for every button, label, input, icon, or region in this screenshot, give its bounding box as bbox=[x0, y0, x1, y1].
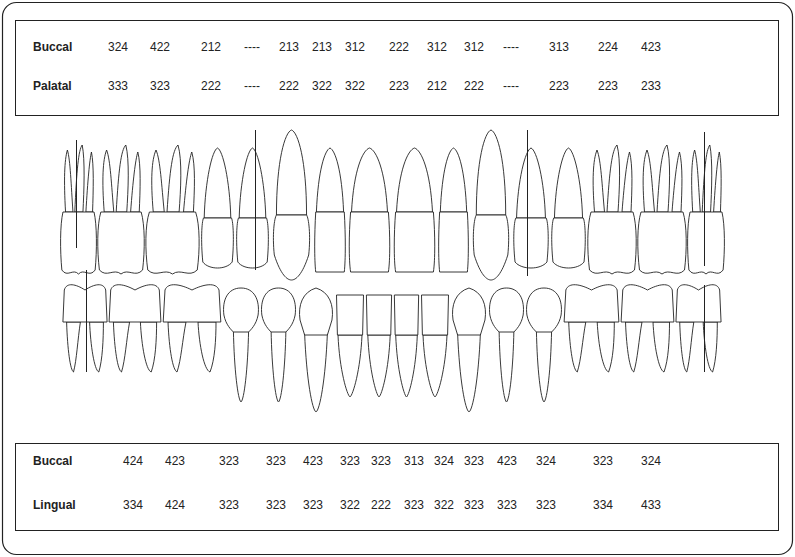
pocket-depth-value: 223 bbox=[549, 79, 569, 93]
pocket-depth-value: 323 bbox=[464, 454, 484, 468]
pocket-depth-value: 213 bbox=[312, 40, 332, 54]
pocket-depth-value: 313 bbox=[404, 454, 424, 468]
pocket-depth-value: 322 bbox=[345, 79, 365, 93]
pocket-depth-value: 424 bbox=[165, 498, 185, 512]
pocket-depth-value: 334 bbox=[593, 498, 613, 512]
row-heading: Palatal bbox=[33, 79, 72, 93]
pocket-depth-value: 322 bbox=[434, 498, 454, 512]
pocket-depth-value: ---- bbox=[244, 40, 260, 54]
row-heading: Lingual bbox=[33, 498, 76, 512]
pocket-depth-value: 323 bbox=[303, 498, 323, 512]
pocket-depth-value: ---- bbox=[503, 40, 519, 54]
pocket-depth-value: 222 bbox=[371, 498, 391, 512]
pocket-depth-value: 323 bbox=[593, 454, 613, 468]
pocket-depth-value: 223 bbox=[389, 79, 409, 93]
pocket-depth-value: 433 bbox=[641, 498, 661, 512]
pocket-depth-value: 312 bbox=[345, 40, 365, 54]
pocket-depth-value: ---- bbox=[244, 79, 260, 93]
pocket-depth-value: 324 bbox=[536, 454, 556, 468]
pocket-depth-value: 323 bbox=[536, 498, 556, 512]
pocket-depth-value: 423 bbox=[497, 454, 517, 468]
pocket-depth-value: 222 bbox=[201, 79, 221, 93]
pocket-depth-value: 322 bbox=[340, 498, 360, 512]
pocket-depth-value: 233 bbox=[641, 79, 661, 93]
row-heading: Buccal bbox=[33, 454, 72, 468]
pocket-depth-value: 324 bbox=[108, 40, 128, 54]
pocket-depth-value: 423 bbox=[303, 454, 323, 468]
pocket-depth-value: 323 bbox=[219, 498, 239, 512]
pocket-depth-value: 423 bbox=[165, 454, 185, 468]
pocket-depth-value: 212 bbox=[201, 40, 221, 54]
pocket-depth-value: 422 bbox=[150, 40, 170, 54]
pocket-depth-value: 423 bbox=[641, 40, 661, 54]
pocket-depth-value: 323 bbox=[266, 454, 286, 468]
pocket-depth-value: 323 bbox=[266, 498, 286, 512]
pocket-depth-value: 323 bbox=[404, 498, 424, 512]
pocket-depth-value: 222 bbox=[464, 79, 484, 93]
pocket-depth-value: ---- bbox=[503, 79, 519, 93]
row-heading: Buccal bbox=[33, 40, 72, 54]
pocket-depth-value: 323 bbox=[150, 79, 170, 93]
pocket-depth-value: 313 bbox=[549, 40, 569, 54]
pocket-depth-value: 333 bbox=[108, 79, 128, 93]
pocket-depth-value: 424 bbox=[123, 454, 143, 468]
pocket-depth-value: 323 bbox=[464, 498, 484, 512]
pocket-depth-value: 324 bbox=[434, 454, 454, 468]
pocket-depth-value: 224 bbox=[598, 40, 618, 54]
pocket-depth-value: 212 bbox=[427, 79, 447, 93]
pocket-depth-value: 323 bbox=[340, 454, 360, 468]
pocket-depth-value: 213 bbox=[279, 40, 299, 54]
pocket-depth-value: 323 bbox=[219, 454, 239, 468]
pocket-depth-value: 322 bbox=[312, 79, 332, 93]
pocket-depth-value: 312 bbox=[427, 40, 447, 54]
pocket-depth-value: 222 bbox=[389, 40, 409, 54]
pocket-depth-value: 222 bbox=[279, 79, 299, 93]
pocket-depth-value: 323 bbox=[371, 454, 391, 468]
pocket-depth-value: 223 bbox=[598, 79, 618, 93]
pocket-depth-value: 334 bbox=[123, 498, 143, 512]
pocket-depth-value: 324 bbox=[641, 454, 661, 468]
pocket-depth-value: 312 bbox=[464, 40, 484, 54]
pocket-depth-value: 323 bbox=[497, 498, 517, 512]
